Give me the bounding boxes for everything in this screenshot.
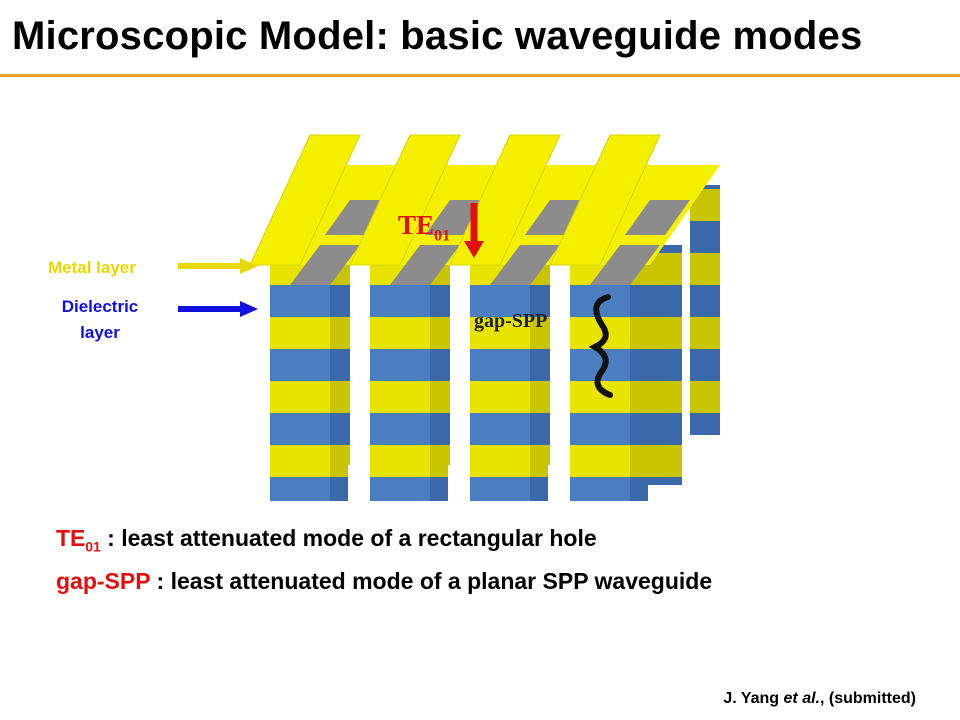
dielectric-layer-label: Dielectric layer <box>61 297 139 342</box>
gap-spp-label: gap-SPP <box>474 310 548 332</box>
dielectric-layer-arrow-icon <box>178 301 258 317</box>
metal-layer-arrow-icon <box>178 258 258 274</box>
title-underline <box>0 74 960 77</box>
metal-layer-label: Metal layer <box>48 258 136 277</box>
waveguide-lattice-diagram <box>250 134 720 501</box>
te01-term: TE01 <box>56 525 101 555</box>
gap-spp-description-text: : least attenuated mode of a planar SPP … <box>150 568 713 594</box>
citation: J. Yang et al., (submitted) <box>723 690 916 707</box>
slide-title: Microscopic Model: basic waveguide modes <box>12 14 863 58</box>
gap-spp-term: gap-SPP <box>56 568 151 594</box>
gap-spp-description: gap-SPP : least attenuated mode of a pla… <box>56 568 712 595</box>
te01-description: TE01 : least attenuated mode of a rectan… <box>56 525 597 555</box>
te01-label: TE01 <box>398 210 451 245</box>
te01-description-text: : least attenuated mode of a rectangular… <box>100 525 597 551</box>
